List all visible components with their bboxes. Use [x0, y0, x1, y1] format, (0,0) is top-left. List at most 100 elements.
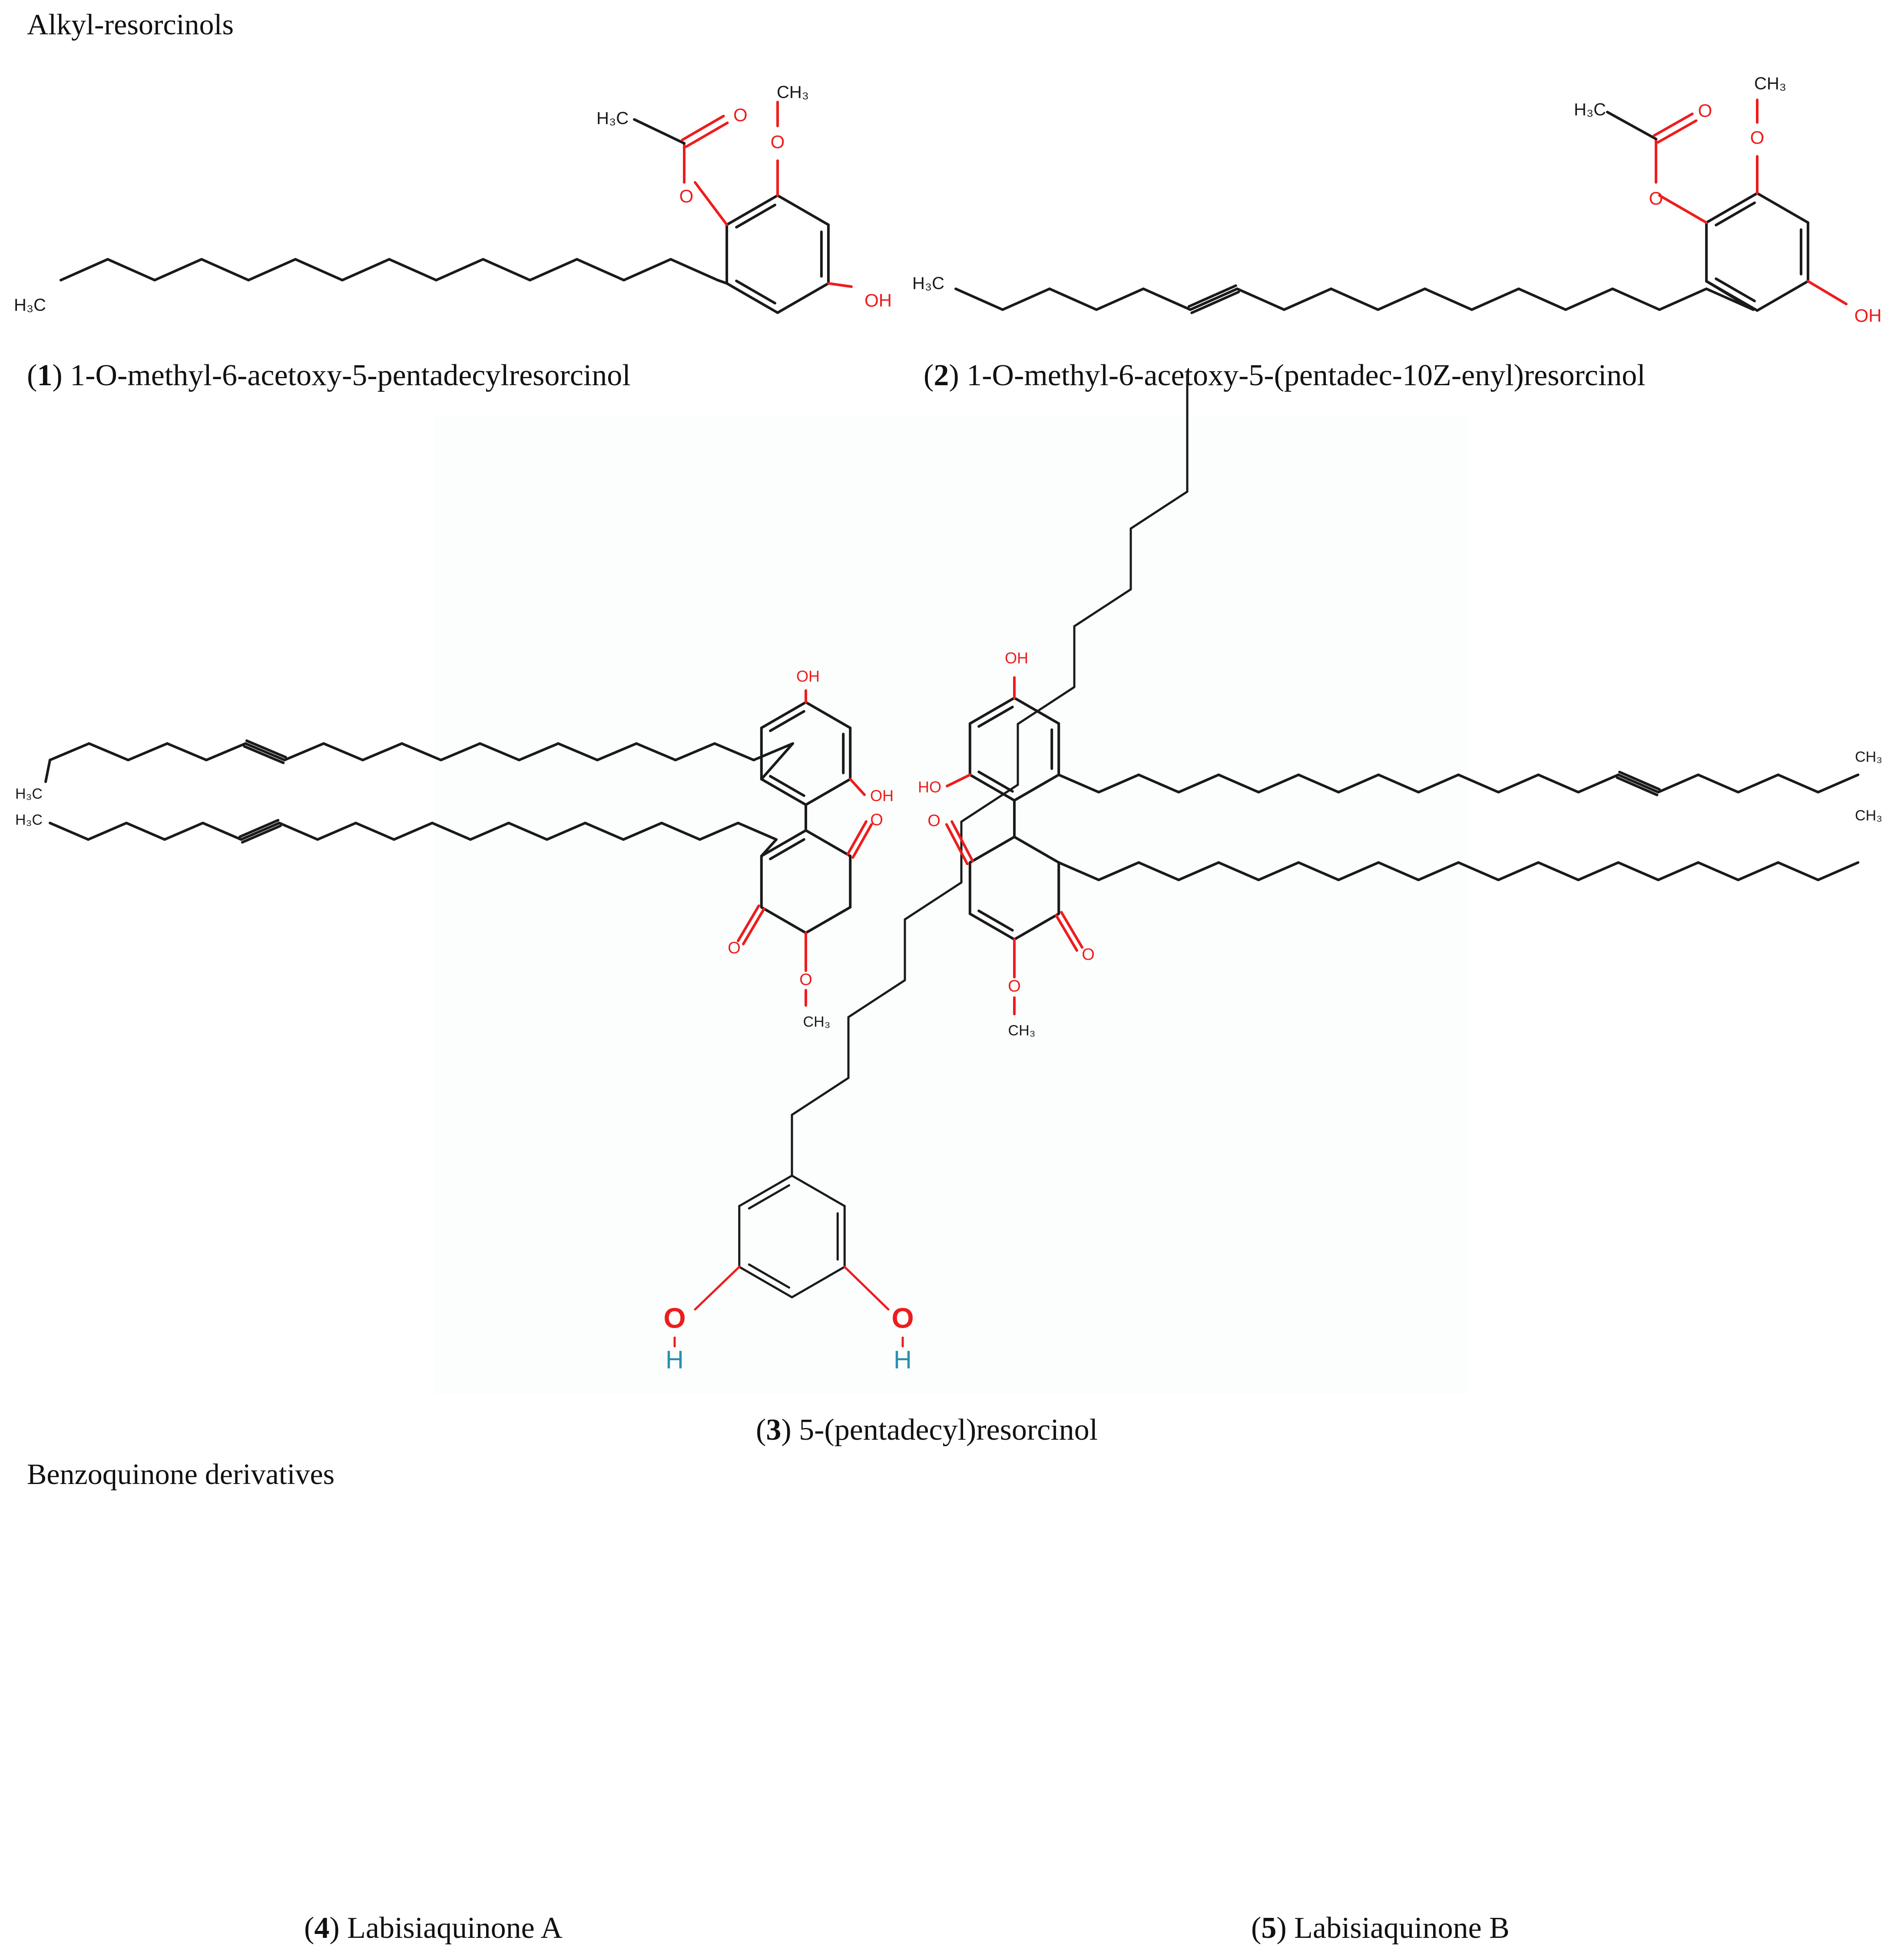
bond: [977, 705, 1014, 728]
atom-oxygen: O: [891, 1302, 914, 1334]
bond: [805, 701, 852, 729]
bond: [241, 824, 282, 844]
bond: [776, 194, 830, 226]
bond: [1817, 773, 1860, 793]
bond: [1073, 588, 1132, 628]
bond: [1297, 773, 1340, 793]
atom-methyl: CH₃: [1008, 1022, 1036, 1039]
caption-number: 2: [934, 359, 949, 392]
bond: [1013, 697, 1060, 725]
bond: [294, 258, 344, 281]
bond: [435, 258, 484, 281]
bond: [791, 1174, 846, 1207]
bond: [1424, 288, 1473, 311]
bond: [805, 829, 852, 857]
bond: [725, 194, 779, 226]
bond: [1653, 112, 1694, 137]
bond: [1737, 773, 1780, 793]
atom-ether-oxygen: O: [1750, 127, 1765, 148]
atom-methyl: CH₃: [777, 83, 809, 102]
bond: [1618, 770, 1661, 791]
atom-hydroxyl: OH: [864, 290, 892, 311]
bond: [752, 742, 794, 761]
bond: [1377, 861, 1420, 881]
bond: [1611, 288, 1661, 311]
bond: [557, 742, 599, 761]
bond: [1417, 773, 1460, 793]
bond: [163, 822, 204, 841]
atom-ether-oxygen: O: [771, 132, 785, 152]
bond: [851, 823, 873, 859]
bond: [1337, 773, 1380, 793]
bond: [633, 118, 686, 145]
atom-hydroxyl: OH: [1855, 305, 1882, 326]
bond: [1470, 288, 1520, 311]
bond: [1617, 773, 1660, 793]
bond: [1417, 861, 1460, 881]
bond: [736, 904, 760, 942]
bond: [1705, 192, 1759, 224]
bond: [681, 115, 725, 142]
bond: [1656, 119, 1698, 144]
bond: [760, 838, 778, 857]
atom-methyl: CH₃: [803, 1014, 831, 1030]
bond: [843, 1266, 890, 1311]
bond: [1777, 773, 1820, 793]
heading-alkyl-resorcinols: Alkyl-resorcinols: [27, 8, 234, 41]
bond: [507, 822, 548, 841]
caption-compound-4: (4) Labisiaquinone A: [304, 1911, 563, 1945]
bond: [1337, 861, 1380, 881]
bond: [1715, 277, 1756, 303]
bond: [1257, 861, 1300, 881]
bond: [1177, 773, 1220, 793]
bond: [247, 258, 297, 281]
atom-ether-oxygen: O: [799, 971, 812, 989]
bond: [1564, 288, 1614, 311]
atom-hydroxyl: OH: [1005, 649, 1028, 667]
bond: [1577, 861, 1620, 881]
atom-methyl: CH₃: [1754, 74, 1786, 93]
bond: [769, 838, 805, 860]
bond: [1189, 288, 1239, 311]
bond: [1537, 773, 1580, 793]
bond: [674, 742, 716, 761]
caption-number: 3: [766, 1413, 782, 1447]
bond: [1537, 861, 1580, 881]
atom-methyl: H₃C: [15, 812, 43, 828]
bond: [546, 822, 586, 841]
atom-carbonyl-oxygen: O: [1082, 945, 1095, 964]
bond: [769, 710, 805, 732]
bond: [1497, 773, 1540, 793]
bond: [341, 258, 391, 281]
bond: [968, 697, 1016, 725]
bond: [166, 742, 208, 761]
bond: [316, 822, 357, 841]
bond: [1517, 288, 1567, 311]
bond: [1013, 912, 1060, 941]
bond: [1737, 861, 1780, 881]
atom-methyl: CH₃: [1855, 807, 1882, 824]
bond: [1217, 773, 1260, 793]
bond: [1013, 773, 1060, 802]
caption-compound-3: (3) 5-(pentadecyl)resorcinol: [756, 1413, 1098, 1447]
atom-carbonyl-oxygen: O: [728, 939, 741, 957]
atom-hydroxyl: OH: [796, 668, 820, 685]
bond: [1657, 773, 1700, 793]
bond: [1236, 288, 1285, 311]
atom-ester-oxygen: O: [679, 186, 694, 206]
bond: [954, 288, 1004, 311]
bond: [1190, 291, 1240, 314]
bond: [968, 836, 1016, 864]
bond: [127, 742, 169, 761]
bond: [769, 775, 805, 797]
atom-hydrogen: H: [894, 1345, 912, 1374]
bond: [88, 742, 129, 761]
heading-benzoquinone-derivatives: Benzoquinone derivatives: [27, 1458, 335, 1491]
bond: [200, 258, 250, 281]
bond: [388, 258, 437, 281]
bond: [699, 822, 739, 841]
